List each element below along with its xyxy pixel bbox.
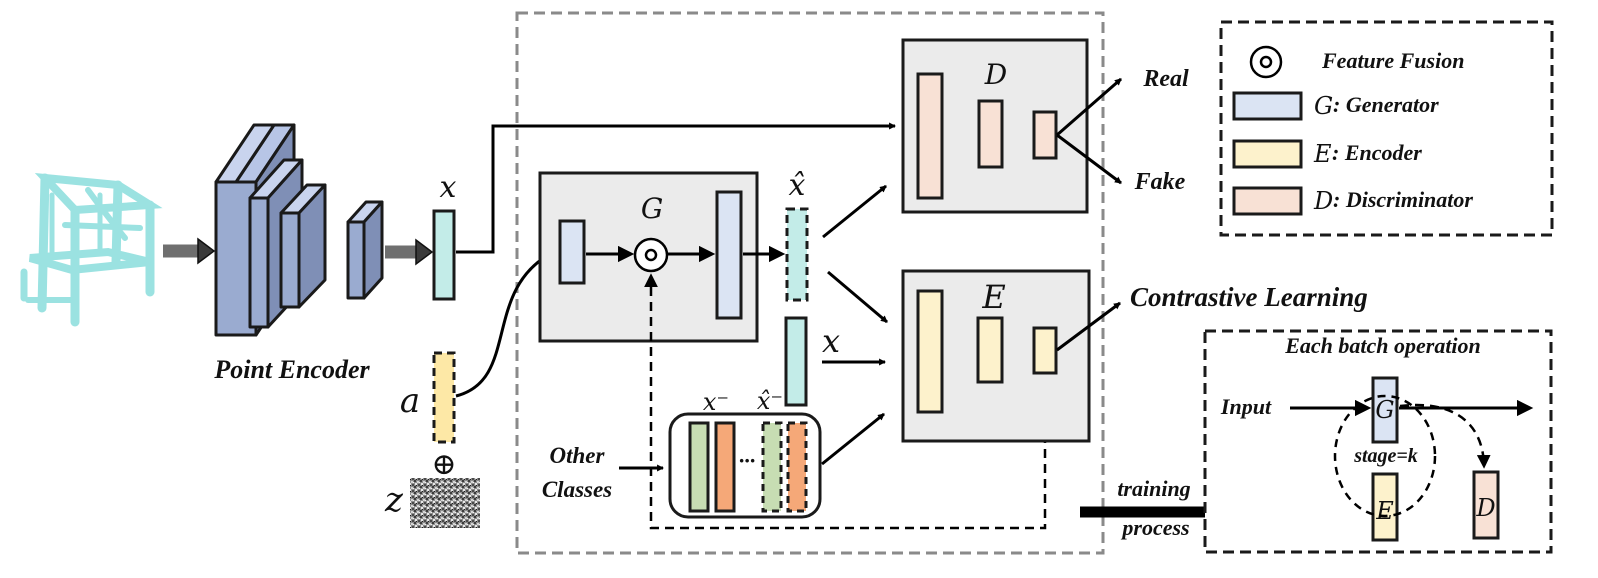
x-to-discriminator-arrow bbox=[456, 122, 897, 254]
attribute-a-label: a bbox=[400, 381, 420, 421]
other-classes-label-line1: Other bbox=[550, 443, 606, 468]
x-feature-vector bbox=[432, 209, 456, 301]
legend-discriminator-symbol: D bbox=[1313, 187, 1333, 215]
x-hat-negative-label: x̂⁻ bbox=[757, 387, 783, 415]
chair-point-cloud-image bbox=[20, 173, 163, 327]
generator-input-layer bbox=[558, 219, 586, 285]
input-arrow bbox=[163, 237, 216, 265]
legend-generator-symbol: G bbox=[1314, 92, 1333, 120]
x-hat-label: x̂ bbox=[789, 168, 806, 203]
training-label-line2: process bbox=[1120, 515, 1189, 540]
contrastive-learning-label: Contrastive Learning bbox=[1130, 282, 1368, 312]
fake-output-arrow bbox=[1056, 133, 1122, 185]
encoder-output-arrow bbox=[385, 238, 434, 266]
point-encoder-label: Point Encoder bbox=[213, 355, 370, 384]
batch-generator-block bbox=[1371, 376, 1399, 444]
x-hat-vector bbox=[785, 207, 809, 302]
a-to-generator-arrow bbox=[455, 251, 553, 398]
attribute-a-vector bbox=[432, 351, 456, 444]
discriminator-layer-2 bbox=[977, 99, 1004, 169]
legend-fusion-text: Feature Fusion bbox=[1321, 48, 1464, 73]
legend-generator-text: : Generator bbox=[1333, 92, 1439, 117]
encoder-layer-2 bbox=[976, 316, 1004, 384]
noise-z-label: z bbox=[384, 480, 404, 520]
negative-real-orange bbox=[714, 421, 736, 513]
training-label-line1: training bbox=[1117, 476, 1190, 501]
batch-input-label: Input bbox=[1220, 394, 1272, 419]
legend-encoder-swatch bbox=[1232, 139, 1303, 169]
batch-stage-loop bbox=[1333, 394, 1437, 518]
feature-fusion-icon bbox=[633, 237, 669, 273]
encoder-e-label: E bbox=[981, 278, 1005, 316]
legend-generator-swatch bbox=[1232, 91, 1303, 121]
discriminator-layer-3 bbox=[1032, 110, 1058, 160]
point-encoder-block-3 bbox=[279, 183, 327, 309]
negative-gen-orange bbox=[786, 421, 808, 513]
other-classes-label-line2: Classes bbox=[542, 477, 612, 502]
encoder-layer-3 bbox=[1032, 326, 1058, 375]
ellipsis-dots: ··· bbox=[739, 448, 756, 473]
batch-stage-label: stage=k bbox=[1353, 445, 1418, 467]
legend-discriminator-text: : Discriminator bbox=[1333, 187, 1473, 212]
negatives-to-encoder-arrow bbox=[821, 412, 885, 466]
x-negative-label: x⁻ bbox=[703, 388, 729, 416]
batch-operation-title: Each batch operation bbox=[1284, 333, 1481, 358]
xhat-to-discriminator-arrow bbox=[822, 184, 887, 239]
batch-generator-label: G bbox=[1375, 396, 1394, 424]
xhat-to-encoder-arrow bbox=[827, 270, 888, 324]
generator-g-label: G bbox=[641, 192, 663, 225]
x-positive-label: x bbox=[822, 322, 840, 360]
legend-discriminator-swatch bbox=[1232, 186, 1303, 216]
batch-to-discriminator-arrow bbox=[1399, 403, 1491, 469]
legend-encoder-symbol: E bbox=[1313, 140, 1332, 168]
negative-real-green bbox=[688, 421, 710, 513]
real-label: Real bbox=[1142, 66, 1189, 92]
point-encoder-block-4 bbox=[346, 200, 384, 300]
encoder-feedback-dashed-arrow bbox=[644, 273, 1047, 530]
x-feature-label: x bbox=[440, 170, 457, 205]
legend-encoder-text: : Encoder bbox=[1332, 140, 1422, 165]
legend-fusion-icon bbox=[1249, 45, 1283, 79]
discriminator-layer-1 bbox=[916, 72, 944, 200]
negative-gen-green bbox=[761, 421, 783, 513]
oplus-icon: ⊕ bbox=[431, 447, 456, 482]
batch-encoder-block bbox=[1371, 472, 1399, 542]
batch-encoder-label: E bbox=[1375, 497, 1394, 525]
generator-output-layer bbox=[715, 190, 743, 320]
batch-discriminator-block bbox=[1472, 470, 1500, 540]
noise-z-image bbox=[410, 478, 480, 528]
model-region bbox=[515, 11, 1105, 555]
batch-discriminator-label: D bbox=[1475, 494, 1495, 522]
fake-label: Fake bbox=[1134, 169, 1186, 195]
contrastive-output-arrow bbox=[1056, 301, 1121, 352]
real-output-arrow bbox=[1056, 77, 1122, 137]
discriminator-d-label: D bbox=[984, 58, 1007, 91]
encoder-layer-1 bbox=[916, 289, 944, 414]
x-positive-vector bbox=[784, 316, 808, 407]
